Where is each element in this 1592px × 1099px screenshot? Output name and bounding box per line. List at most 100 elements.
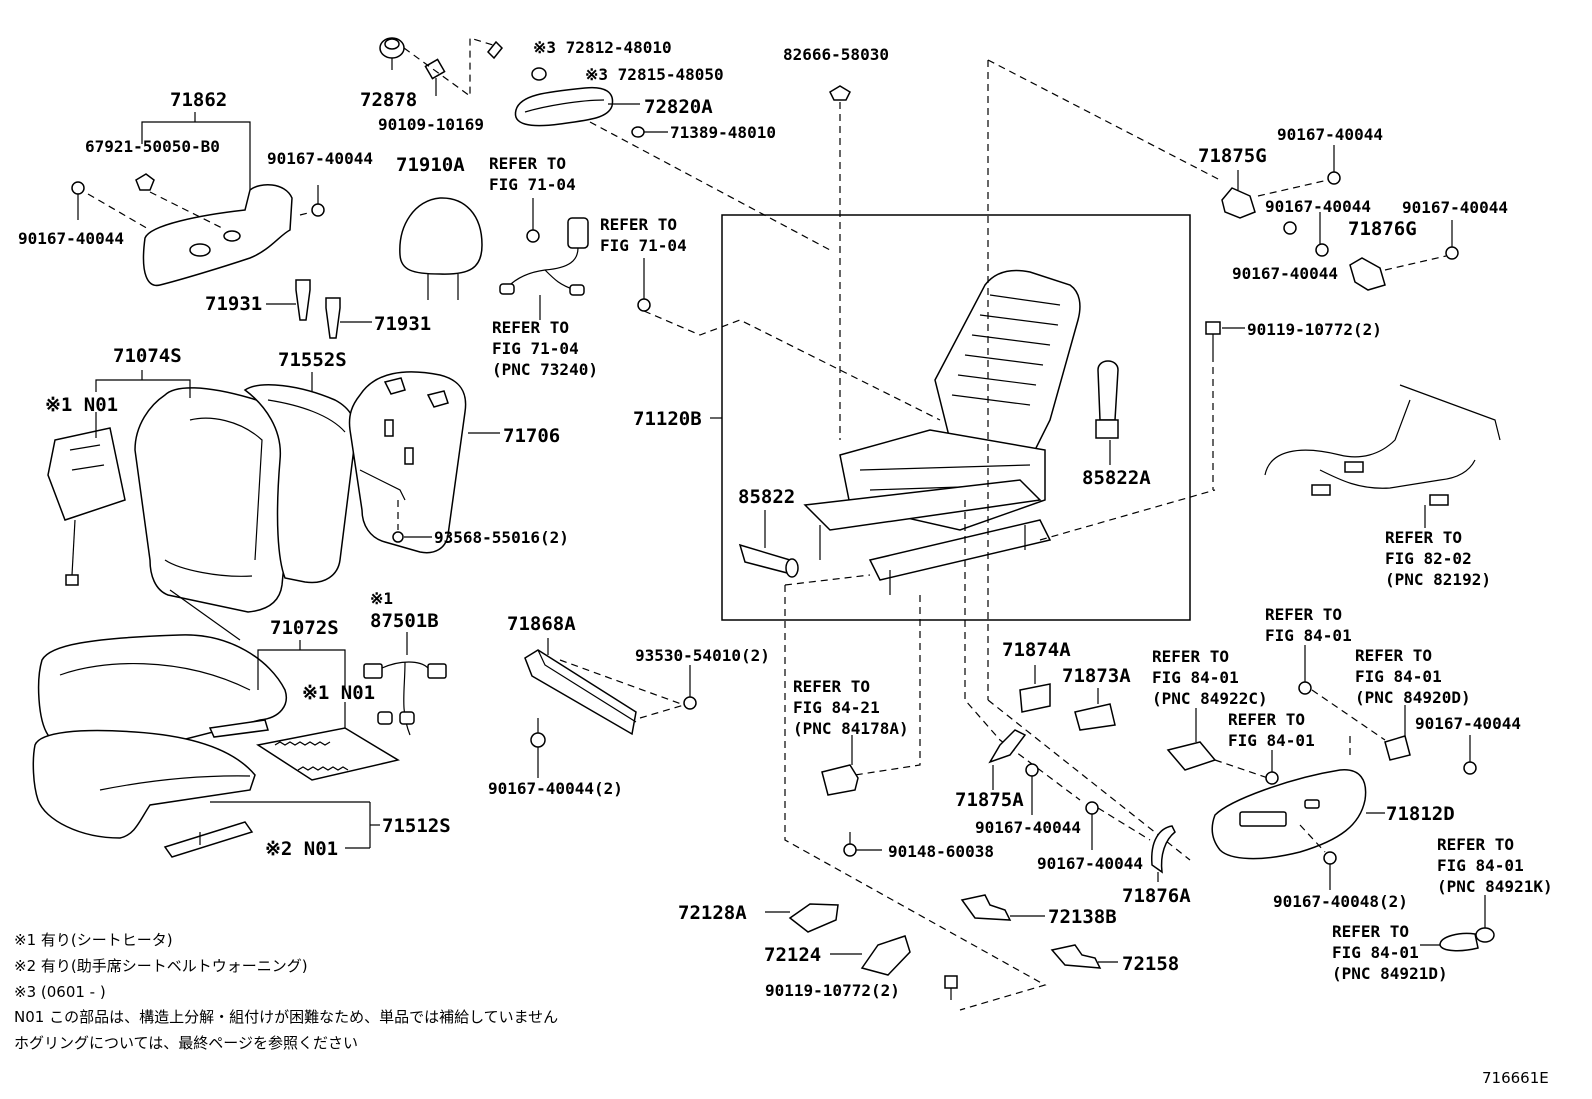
label-90167-e: 90167-40044: [1232, 264, 1338, 283]
label-refer1-a: REFER TO: [489, 154, 566, 173]
label-n01-a: ※1 N01: [45, 394, 118, 416]
note-4: N01 この部品は、構造上分解・組付けが困難なため、単品では補給していません: [14, 1008, 558, 1026]
label-72158: 72158: [1122, 953, 1179, 975]
label-n01-c: ※2 N01: [265, 838, 338, 860]
part-71812D-side-shield: [1211, 769, 1367, 860]
label-refer9-a: REFER TO: [1355, 646, 1432, 665]
label-refer10-c: (PNC 84921K): [1437, 877, 1553, 896]
part-72158: [1050, 944, 1102, 969]
label-93568: 93568-55016(2): [434, 528, 569, 547]
part-72124: [860, 935, 911, 976]
part-71389: [631, 126, 645, 138]
part-N01-seat-heater: [256, 727, 400, 781]
label-72124: 72124: [764, 944, 821, 966]
part-90167-right: [311, 185, 325, 217]
label-refer6-c: (PNC 84922C): [1152, 689, 1268, 708]
note-2: ※2 有り(助手席シートベルトウォーニング): [14, 957, 308, 975]
part-90167-c: [1327, 171, 1341, 185]
label-87501B: 87501B: [370, 610, 439, 632]
label-90167-j: 90167-40044: [1415, 714, 1521, 733]
label-refer11-c: (PNC 84921D): [1332, 964, 1448, 983]
label-71875G: 71875G: [1198, 145, 1267, 167]
part-82666: [829, 85, 851, 101]
label-90167-b: 90167-40044: [18, 229, 124, 248]
part-90119-b: [944, 975, 958, 1000]
label-refer4-a: REFER TO: [1385, 528, 1462, 547]
label-refer3-c: (PNC 73240): [492, 360, 598, 379]
label-71552S: 71552S: [278, 349, 347, 371]
label-refer7-a: REFER TO: [1228, 710, 1305, 729]
part-72878: [379, 37, 405, 70]
part-87501B-harness: [363, 661, 447, 736]
part-85822-motor: [738, 543, 799, 578]
label-67921: 67921-50050-B0: [85, 137, 220, 156]
label-71931-b: 71931: [374, 313, 431, 335]
part-71875A: [988, 729, 1027, 764]
label-refer6-b: FIG 84-01: [1152, 668, 1239, 687]
label-90167-c: 90167-40044: [1277, 125, 1383, 144]
label-72128A: 72128A: [678, 902, 747, 924]
label-refer11-b: FIG 84-01: [1332, 943, 1419, 962]
label-72878: 72878: [360, 89, 417, 111]
label-82666: 82666-58030: [783, 45, 889, 64]
label-72138B: 72138B: [1048, 906, 1117, 928]
part-71873A: [1074, 703, 1116, 731]
label-85822: 85822: [738, 486, 795, 508]
label-refer8-a: REFER TO: [1265, 605, 1342, 624]
label-refer5-b: FIG 84-21: [793, 698, 880, 717]
label-90167-h: 90167-40044: [975, 818, 1081, 837]
note-3: ※3 (0601 - ): [14, 983, 106, 1001]
label-72812: ※3 72812-48010: [533, 38, 672, 57]
label-90109-10169: 90109-10169: [378, 115, 484, 134]
note-5: ホグリングについては、最終ページを参照ください: [14, 1034, 358, 1052]
label-refer1-b: FIG 71-04: [489, 175, 576, 194]
part-71876G-bracket: [1349, 257, 1386, 291]
part-N01-heater-back: [47, 427, 126, 586]
label-71874A: 71874A: [1002, 639, 1071, 661]
label-85822A: 85822A: [1082, 467, 1151, 489]
part-71512S-cushion-pad: [32, 729, 256, 839]
label-90148: 90148-60038: [888, 842, 994, 861]
label-71910A: 71910A: [396, 154, 465, 176]
label-71873A: 71873A: [1062, 665, 1131, 687]
label-n01-b: ※1 N01: [302, 682, 375, 704]
label-refer5-a: REFER TO: [793, 677, 870, 696]
part-85822A-motor: [1095, 360, 1119, 439]
part-71931-guides: [295, 279, 341, 339]
label-refer2-a: REFER TO: [600, 215, 677, 234]
part-93530: [683, 696, 697, 710]
part-84178A-switch: [821, 764, 859, 796]
label-71389: 71389-48010: [670, 123, 776, 142]
part-93568: [392, 531, 404, 543]
label-90167-f: 90167-40044: [1402, 198, 1508, 217]
part-71074S-seatback-cover: [134, 387, 296, 641]
label-refer9-b: FIG 84-01: [1355, 667, 1442, 686]
label-refer7-b: FIG 84-01: [1228, 731, 1315, 750]
part-84-01-bolt: [1265, 771, 1279, 785]
label-refer10-a: REFER TO: [1437, 835, 1514, 854]
part-71072S-cushion-cover: [37, 634, 287, 756]
label-71072S: 71072S: [270, 617, 339, 639]
part-90167-k: [1323, 851, 1337, 890]
part-90109-10169: [424, 58, 446, 96]
part-72812: [486, 40, 504, 60]
label-refer8-b: FIG 84-01: [1265, 626, 1352, 645]
label-90167-i: 90167-40044: [1037, 854, 1143, 873]
part-90119-a: [1205, 321, 1221, 355]
label-71812D: 71812D: [1386, 803, 1455, 825]
label-71074S: 71074S: [113, 345, 182, 367]
part-82192-wire-harness: [1264, 384, 1501, 506]
label-refer3-a: REFER TO: [492, 318, 569, 337]
part-67921: [135, 173, 155, 191]
label-72820A: 72820A: [644, 96, 713, 118]
part-90148: [843, 832, 857, 857]
figure-id: 716661E: [1482, 1069, 1549, 1087]
part-90167-fastener-g: [530, 718, 546, 748]
part-90167-f: [1445, 246, 1459, 260]
part-71910A-headrest: [399, 197, 483, 300]
part-72138B: [960, 894, 1012, 921]
part-71552S-seatback-pad: [243, 384, 357, 584]
part-72815: [531, 67, 547, 81]
label-71512S: 71512S: [382, 815, 451, 837]
